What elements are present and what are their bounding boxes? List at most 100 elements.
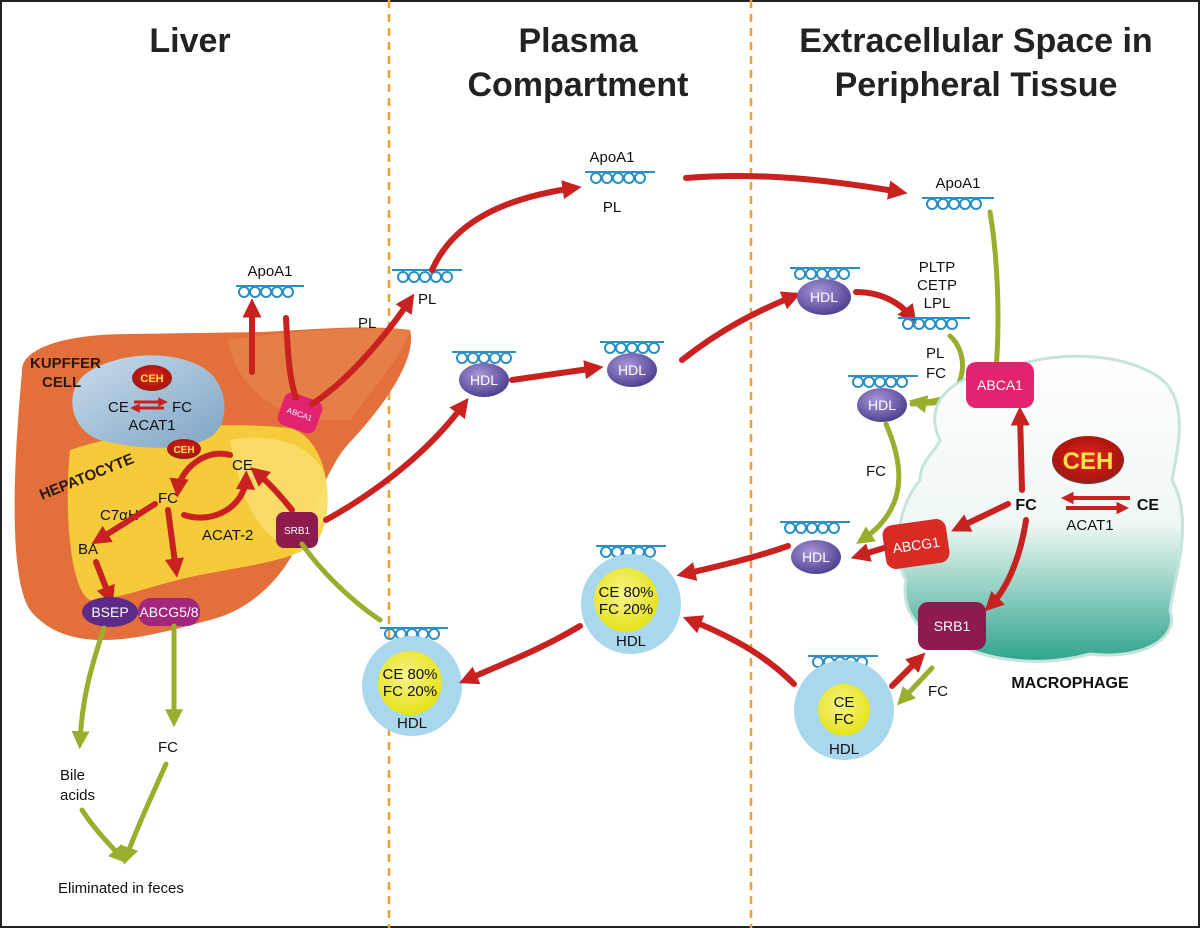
macrophage-srb1-label: SRB1 [934,618,971,634]
macrophage-abca1-transporter [966,362,1034,408]
arrow-abcg1-to-low-hdl [850,543,887,562]
arrow-fc-to-feces [121,761,169,865]
peripheral-pl-disc [898,317,970,330]
peripheral-small-hdl-fc: FC [834,711,854,728]
plasma-hdl-a-label: HDL [470,372,498,388]
arrow-peripheral-hdl-to-large-hdl [676,543,791,581]
peripheral-mid-hdl-helix [848,375,918,388]
arrow-fc-to-abcg1 [951,501,1011,532]
header-plasma-line1: Plasma [518,22,638,60]
arrow-hdl-a-to-hdl-b [509,360,604,383]
peripheral-pl-label: PL [926,345,944,362]
peripheral-mid-hdl-label: HDL [868,397,896,413]
hepatocyte-ce: CE [232,457,253,474]
kupffer-fc: FC [172,399,192,416]
plasma-left-hdl-core [378,651,442,715]
kupffer-label-line1: KUPFFER [30,355,101,372]
plasma-large-hdl-label: HDL [616,633,646,650]
kupffer-label-line2: CELL [42,374,81,391]
peripheral-low-hdl-label: HDL [802,549,830,565]
plasma-apoa1-label: ApoA1 [589,149,634,166]
hepatocyte-ceh-enzyme [167,439,201,459]
peripheral-top-hdl-helix [790,267,860,280]
macrophage-acat1: ACAT1 [1066,517,1113,534]
plasma-hdl-a-helix [452,351,516,364]
abcg58-label: ABCG5/8 [139,604,198,620]
arrow-srb1-to-small-hdl [897,665,935,706]
plasma-large-hdl-core [594,568,658,632]
header-plasma-line2: Compartment [467,66,688,104]
bsep-label: BSEP [91,604,128,620]
peripheral-top-hdl [797,279,851,315]
arrow-ce-to-fc [169,450,233,498]
bsep-transporter [82,597,138,627]
arrow-ba-to-bsep [93,559,115,606]
hepatocyte-ceh-label: CEH [173,445,194,456]
plasma-hdl-b [607,353,657,387]
abcg58-transporter [138,598,200,626]
arrow-left-hdl-to-srb1 [299,541,383,623]
liver-pl-label: PL [358,315,376,332]
liver-fc-out: FC [158,739,178,756]
peripheral-small-hdl-core [818,684,870,736]
arrow-small-hdl-to-large-hdl [682,615,797,687]
plasma-large-hdl-fc: FC 20% [599,601,653,618]
lpl-label: LPL [924,295,951,312]
macrophage-abcg1-transporter [882,519,950,569]
plasma-left-hdl-ce: CE 80% [382,666,437,683]
kupffer-ce: CE [108,399,129,416]
plasma-left-hdl-fc: FC 20% [383,683,437,700]
arrow-apoa1-to-abca1 [283,315,299,401]
peripheral-mid-hdl [857,388,907,422]
peripheral-top-hdl-label: HDL [810,289,838,305]
peripheral-fc-srb1-label: FC [928,683,948,700]
peripheral-small-hdl-label: HDL [829,741,859,758]
arrow-plasma-apoa1-to-peripheral [683,172,908,200]
arrow-small-hdl-to-srb1 [889,652,926,689]
peripheral-apoa1-helix [922,197,994,210]
liver-lobe [228,328,410,420]
macrophage-ceh-enzyme [1052,436,1124,484]
bile-acids-line1: Bile [60,767,85,784]
eliminated-in-feces: Eliminated in feces [58,880,184,897]
plasma-left-hdl-helix [380,627,448,640]
peripheral-low-hdl-helix [780,521,850,534]
peripheral-apoa1-label: ApoA1 [935,175,980,192]
bile-acids-line2: acids [60,787,95,804]
plasma-hdl-b-label: HDL [618,362,646,378]
arrow-fc-to-ba [91,501,158,545]
arrow-apoa1-to-abca1 [987,209,1001,373]
plasma-hdl-b-helix [600,341,664,354]
plasma-left-hdl-label: HDL [397,715,427,732]
plasma-hdl-a [459,363,509,397]
arrow-fc-to-srb1 [984,517,1029,612]
arrow-pl-to-apoa1 [429,180,582,273]
plasma-pl-disc-label: PL [418,291,436,308]
arrow-large-hdl-to-left-hdl [458,623,583,685]
arrow-abca1-to-plasma-pl [309,293,415,407]
header-liver: Liver [149,22,230,60]
cetp-label: CETP [917,277,957,294]
arrow-srb1-to-hdl-a [323,397,469,523]
peripheral-low-hdl [791,540,841,574]
arrow-fc-to-abcg58 [164,507,184,578]
macrophage-ceh-label: CEH [1063,448,1114,475]
macrophage-fc: FC [1015,497,1037,514]
liver-srb1-transporter [276,512,318,548]
arrow-hdl-b-to-peripheral-hdl [679,291,802,363]
peripheral-fc-mid-label: FC [866,463,886,480]
arrow-srb1-to-ce [250,467,295,513]
arrow-top-hdl-to-disc [853,289,917,325]
macrophage-ce: CE [1137,497,1160,514]
arrow-bile-to-feces [79,807,127,864]
peripheral-small-hdl-ce: CE [834,694,855,711]
kupffer-acat1: ACAT1 [128,417,175,434]
liver-srb1-label: SRB1 [284,526,311,537]
macrophage-srb1-transporter [918,602,986,650]
peripheral-fc-disc-label: FC [926,365,946,382]
plasma-large-hdl-ce: CE 80% [598,584,653,601]
arrow-fc-to-ce [181,470,256,521]
macrophage-abca1-label: ABCA1 [977,377,1023,393]
arrow-mid-hdl-to-low-hdl [856,421,902,545]
